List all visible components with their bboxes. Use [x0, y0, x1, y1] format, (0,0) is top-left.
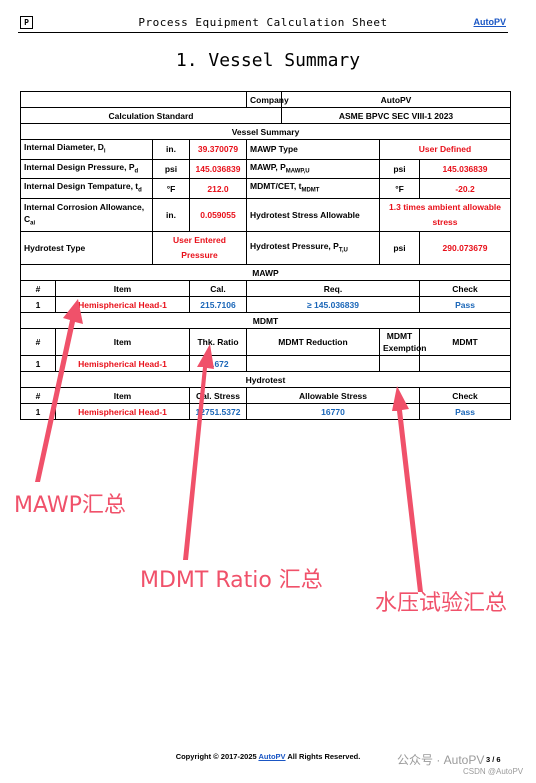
ca-unit: in. — [152, 198, 190, 233]
mdmt-col-mdmt: MDMT — [418, 328, 512, 357]
watermark-wechat: 公众号 · AutoPV — [397, 753, 485, 767]
page-header: P Process Equipment Calculation Sheet Au… — [18, 14, 508, 33]
page-title: 1. Vessel Summary — [175, 50, 361, 71]
hydro-row-num: 1 — [20, 403, 56, 421]
header-link[interactable]: AutoPV — [473, 17, 507, 27]
page-footer: Copyright © 2017-2025 AutoPV All Rights … — [175, 752, 361, 761]
arrow-mawp — [35, 299, 83, 482]
mdmt-label: MDMT/CET, tMDMT — [246, 178, 380, 200]
footer-link[interactable]: AutoPV — [258, 752, 286, 761]
annotation-mawp: MAWP汇总 — [14, 493, 126, 518]
logo: P — [20, 16, 33, 29]
htp-value: 290.073679 — [418, 231, 512, 266]
annotation-hydro: 水压试验汇总 — [375, 591, 508, 616]
hts-value: 1.3 times ambient allowable stress — [378, 198, 512, 233]
section-title-vessel: Vessel Summary — [19, 123, 512, 140]
mawp-row-check: Pass — [418, 296, 512, 314]
watermark-csdn: CSDN @AutoPV — [463, 767, 524, 776]
ca-value: 0.059055 — [189, 198, 247, 233]
page-number: 3 / 6 — [486, 755, 501, 764]
header-title: Process Equipment Calculation Sheet — [138, 16, 388, 29]
annotation-mdmt: MDMT Ratio 汇总 — [140, 568, 323, 593]
summary-table: Company AutoPV Calculation Standard ASME… — [19, 91, 512, 421]
hydro-row-check: Pass — [418, 403, 512, 421]
arrow-mdmt — [183, 344, 214, 560]
arrow-hydro — [392, 386, 423, 592]
